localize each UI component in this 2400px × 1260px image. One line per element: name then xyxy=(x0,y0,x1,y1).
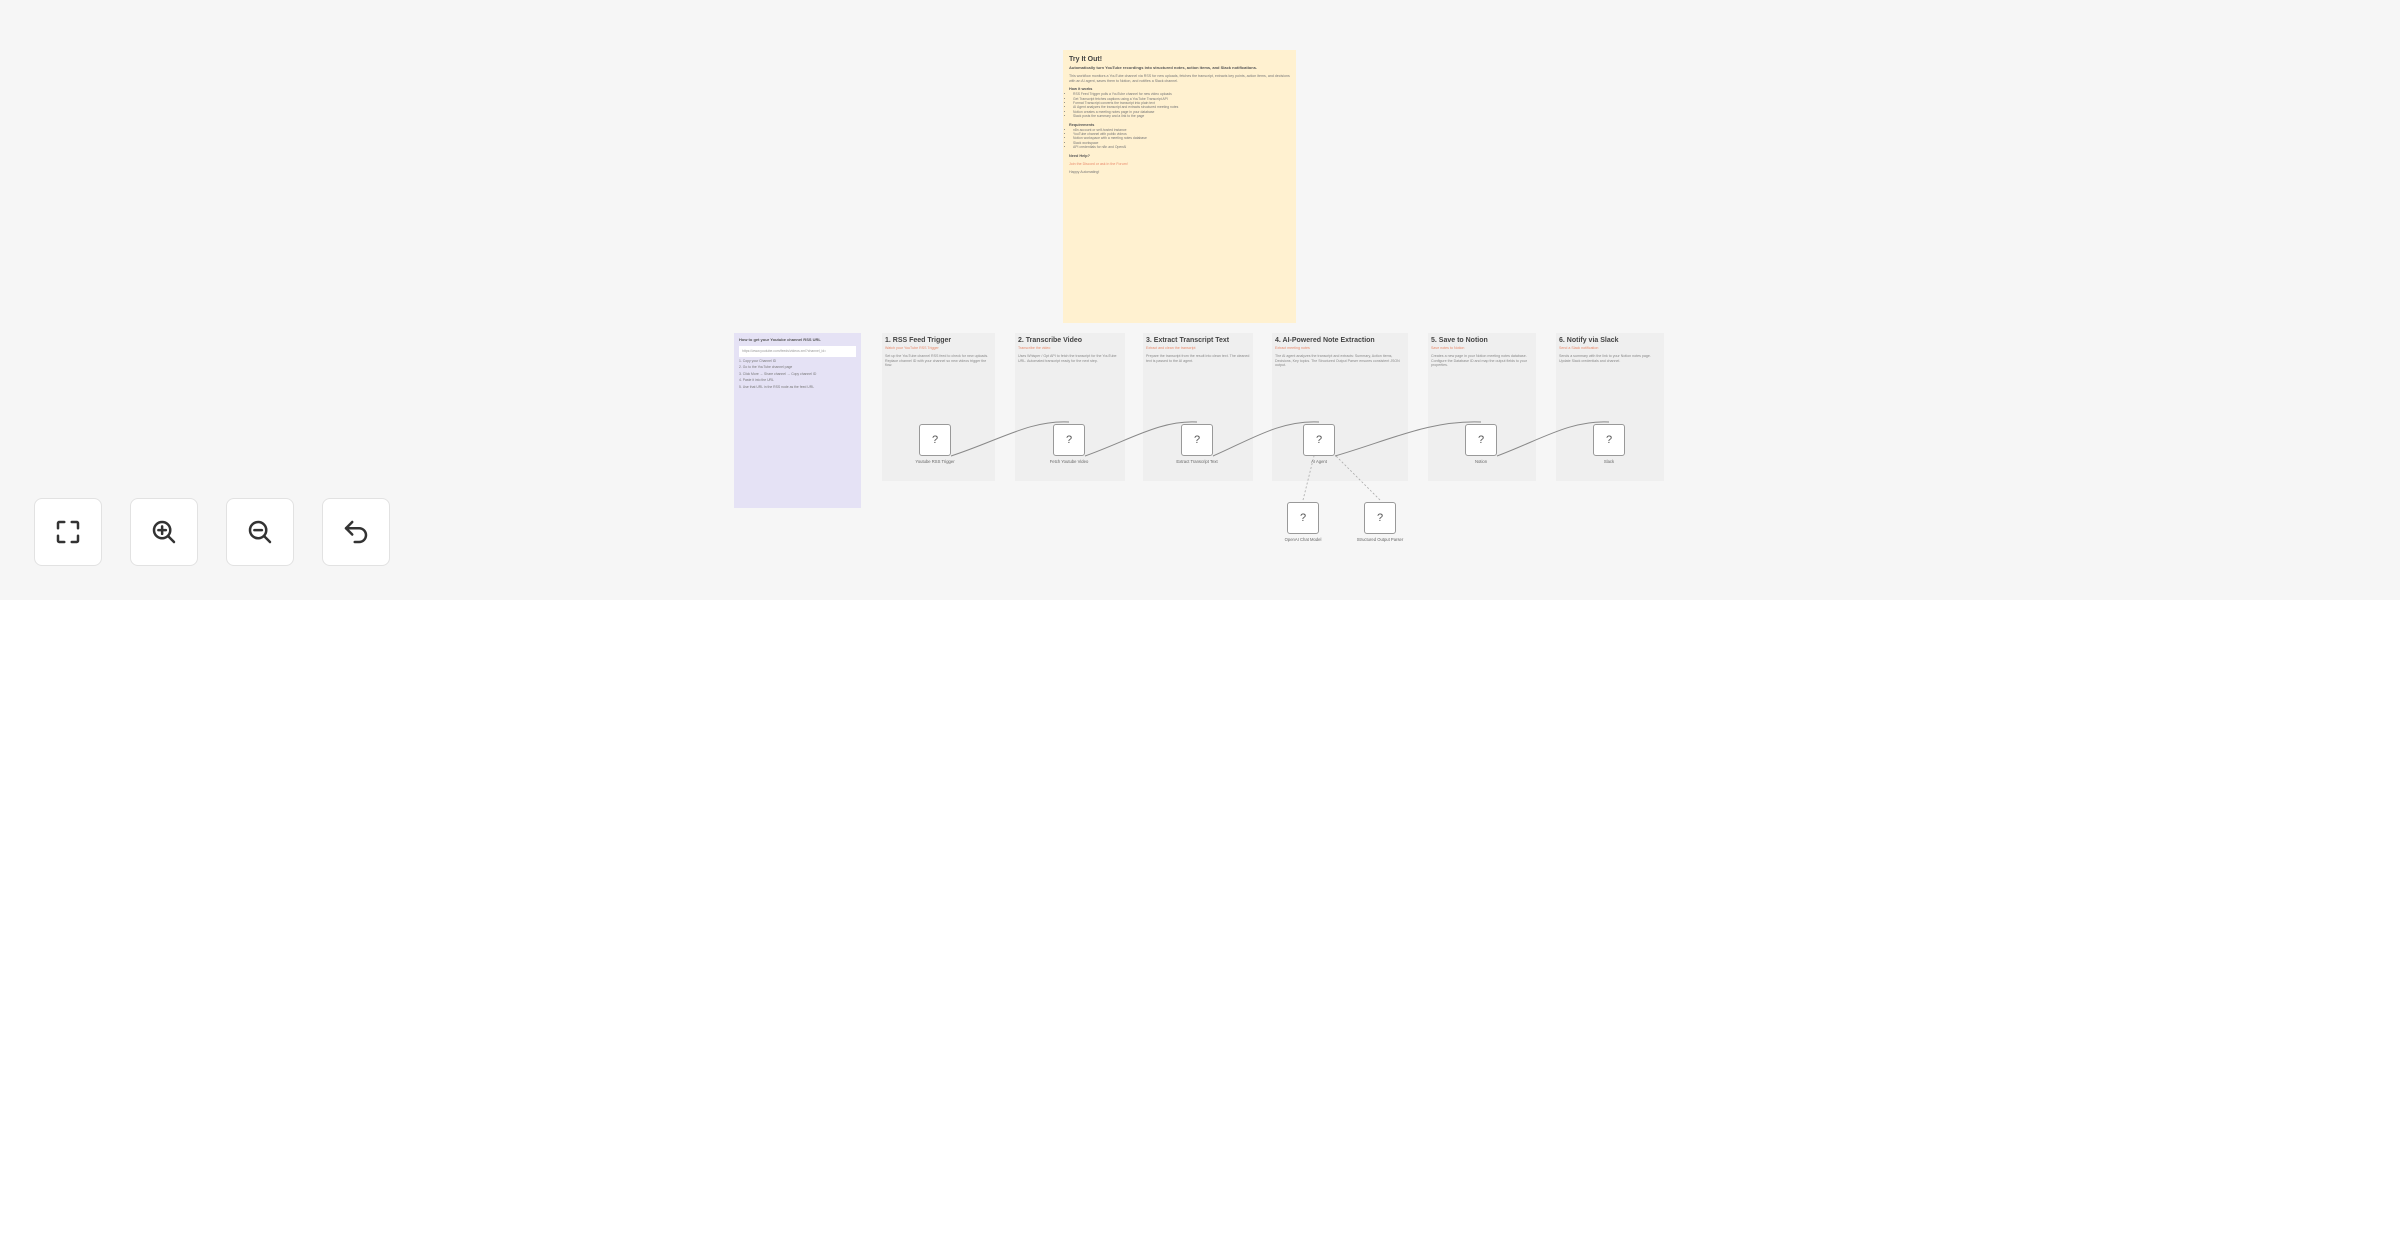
connection-fetch-to-extract xyxy=(1084,421,1198,457)
undo-icon xyxy=(344,520,368,544)
requirements-heading: Requirements xyxy=(1069,122,1095,127)
step-title: 3. Extract Transcript Text xyxy=(1146,337,1230,344)
list-item: Notion creates a meeting notes page in y… xyxy=(1073,110,1290,114)
connection-parser-to-agent xyxy=(1335,455,1381,501)
rss-setup-title: How to get your Youtube channel RSS URL xyxy=(739,337,821,342)
connection-rss-to-fetch xyxy=(950,421,1070,457)
zoom-out-button[interactable] xyxy=(226,498,294,566)
sticky-note-step-2[interactable]: 2. Transcribe Video Transcribe the video… xyxy=(1015,333,1125,481)
node-label: AI Agent xyxy=(1311,459,1327,464)
node-fetch-youtube-video[interactable]: ? xyxy=(1053,424,1085,456)
sticky-note-step-3[interactable]: 3. Extract Transcript Text Extract and c… xyxy=(1143,333,1253,481)
sticky-note-step-1[interactable]: 1. RSS Feed Trigger Watch your YouTube R… xyxy=(882,333,995,481)
list-item: Slack workspace xyxy=(1073,141,1290,145)
step-title: 5. Save to Notion xyxy=(1431,337,1488,344)
unknown-node-icon: ? xyxy=(1605,434,1613,446)
step-description: Creates a new page in your Notion meetin… xyxy=(1431,354,1527,368)
connection-model-to-agent xyxy=(1302,455,1315,501)
step-subtitle: Send a Slack notification xyxy=(1559,346,1599,350)
sticky-note-overview[interactable]: Try It Out! Automatically turn YouTube r… xyxy=(1063,50,1296,323)
requirements-list: n8n account or self-hosted instance YouT… xyxy=(1069,128,1290,150)
step-description: Uses Whisper / Gpt API to fetch the tran… xyxy=(1018,354,1117,363)
step-description: Prepare the transcript from the result i… xyxy=(1146,354,1250,363)
step-title: 6. Notify via Slack xyxy=(1559,337,1619,344)
overview-title: Try It Out! xyxy=(1069,56,1103,63)
need-help-heading: Need Help? xyxy=(1069,153,1090,158)
fit-view-icon xyxy=(56,520,80,544)
how-it-works-list: RSS Feed Trigger polls a YouTube channel… xyxy=(1069,92,1290,118)
sticky-note-step-6[interactable]: 6. Notify via Slack Send a Slack notific… xyxy=(1556,333,1664,481)
list-item: Get Transcript fetches captions using a … xyxy=(1073,97,1290,101)
zoom-in-icon xyxy=(152,520,176,544)
unknown-node-icon: ? xyxy=(1299,512,1307,524)
node-label: Slack xyxy=(1603,459,1615,464)
sticky-note-rss-setup[interactable]: How to get your Youtube channel RSS URL … xyxy=(734,333,861,508)
step-subtitle: Transcribe the video xyxy=(1018,346,1051,350)
node-openai-chat-model[interactable]: ? xyxy=(1287,502,1319,534)
node-label: Extract Transcript Text xyxy=(1176,459,1218,464)
node-label: OpenAI Chat Model xyxy=(1284,537,1322,542)
rss-url-field: https://www.youtube.com/feeds/videos.xml… xyxy=(739,346,856,357)
undo-button[interactable] xyxy=(322,498,390,566)
list-item: 3. Click More → Share channel → Copy cha… xyxy=(739,371,817,376)
step-subtitle: Extract and clean the transcript xyxy=(1146,346,1196,350)
overview-subtitle: Automatically turn YouTube recordings in… xyxy=(1069,65,1258,70)
node-label: Fetch Youtube Video xyxy=(1049,459,1089,464)
sticky-note-step-5[interactable]: 5. Save to Notion Save notes to Notion C… xyxy=(1428,333,1536,481)
node-slack[interactable]: ? xyxy=(1593,424,1625,456)
node-ai-agent[interactable]: ? xyxy=(1303,424,1335,456)
step-description: The AI agent analyzes the transcript and… xyxy=(1275,354,1400,368)
node-notion[interactable]: ? xyxy=(1465,424,1497,456)
list-item: RSS Feed Trigger polls a YouTube channel… xyxy=(1073,92,1290,96)
sticky-note-step-4[interactable]: 4. AI-Powered Note Extraction Extract me… xyxy=(1272,333,1408,481)
connection-agent-to-notion xyxy=(1334,421,1482,457)
step-title: 2. Transcribe Video xyxy=(1018,337,1083,344)
list-item: Format Transcript converts the transcrip… xyxy=(1073,101,1290,105)
connection-extract-to-agent xyxy=(1212,421,1320,457)
step-subtitle: Watch your YouTube RSS Trigger xyxy=(885,346,939,350)
fit-view-button[interactable] xyxy=(34,498,102,566)
zoom-out-icon xyxy=(248,520,272,544)
need-help-text: Join the Discord or ask in the Forum! xyxy=(1069,161,1128,166)
step-title: 4. AI-Powered Note Extraction xyxy=(1275,337,1375,344)
node-extract-transcript-text[interactable]: ? xyxy=(1181,424,1213,456)
list-item: Notion workspace with a meeting notes da… xyxy=(1073,136,1290,140)
step-subtitle: Save notes to Notion xyxy=(1431,346,1465,350)
list-item: n8n account or self-hosted instance xyxy=(1073,128,1290,132)
unknown-node-icon: ? xyxy=(931,434,939,446)
node-label: Notion xyxy=(1474,459,1488,464)
overview-intro: This workflow monitors a YouTube channel… xyxy=(1069,74,1290,83)
list-item: AI Agent analyzes the transcript and ext… xyxy=(1073,105,1290,109)
list-item: 1. Copy your Channel ID xyxy=(739,359,777,363)
node-label: Youtube RSS Trigger xyxy=(915,459,955,464)
list-item: YouTube channel with public videos xyxy=(1073,132,1290,136)
unknown-node-icon: ? xyxy=(1193,434,1201,446)
step-description: Sends a summary with the link to your No… xyxy=(1559,354,1651,363)
node-youtube-rss-trigger[interactable]: ? xyxy=(919,424,951,456)
unknown-node-icon: ? xyxy=(1477,434,1485,446)
list-item: 5. Use that URL in the RSS node as the f… xyxy=(739,384,815,389)
node-structured-output-parser[interactable]: ? xyxy=(1364,502,1396,534)
list-item: 2. Go to the YouTube channel page xyxy=(739,365,793,370)
workflow-canvas[interactable]: Try It Out! Automatically turn YouTube r… xyxy=(0,0,2400,600)
list-item: API credentials for n8n and OpenAI xyxy=(1073,145,1290,149)
step-description: Set up the YouTube channel RSS feed to c… xyxy=(885,354,989,368)
how-it-works-heading: How it works xyxy=(1069,87,1093,92)
list-item: Slack posts the summary and a link to th… xyxy=(1073,114,1290,118)
zoom-in-button[interactable] xyxy=(130,498,198,566)
node-label: Structured Output Parser xyxy=(1356,537,1404,542)
unknown-node-icon: ? xyxy=(1315,434,1323,446)
connection-notion-to-slack xyxy=(1496,421,1610,457)
step-subtitle: Extract meeting notes xyxy=(1275,346,1310,350)
overview-footer: Happy Automating! xyxy=(1069,170,1100,175)
step-title: 1. RSS Feed Trigger xyxy=(885,337,952,344)
unknown-node-icon: ? xyxy=(1065,434,1073,446)
unknown-node-icon: ? xyxy=(1376,512,1384,524)
connections-layer xyxy=(950,421,1610,501)
list-item: 4. Paste it into the URL xyxy=(739,378,774,383)
